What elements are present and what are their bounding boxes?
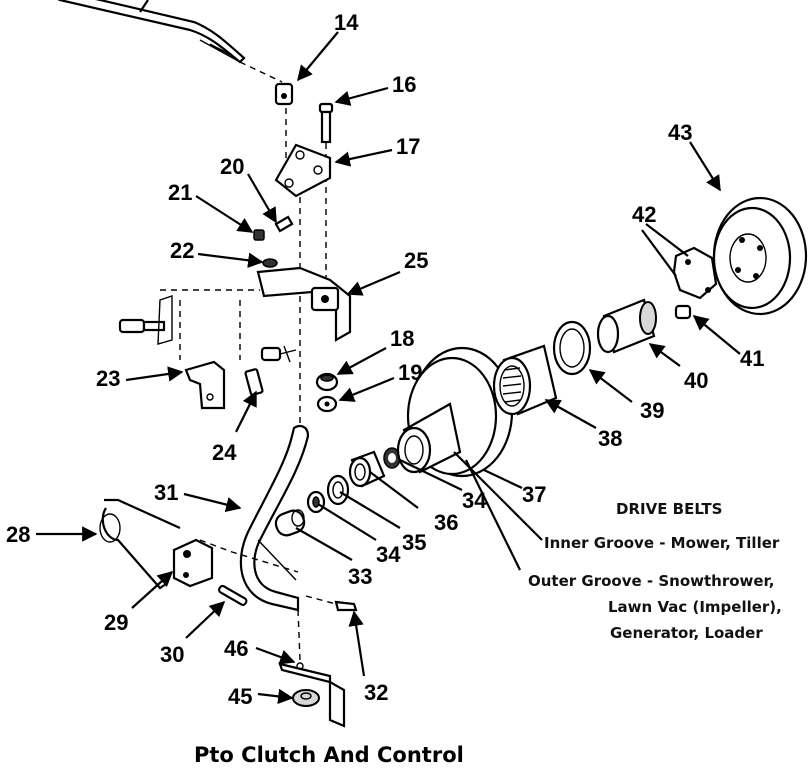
pulley-43 — [712, 196, 808, 316]
label-30: 30 — [160, 642, 184, 667]
bracket-17 — [274, 143, 332, 198]
label-41: 41 — [740, 346, 764, 371]
ring-35 — [326, 474, 350, 506]
spring-28 — [99, 498, 181, 590]
washer-45 — [292, 689, 320, 707]
label-18: 18 — [390, 326, 414, 351]
label-23: 23 — [96, 366, 120, 391]
bolt-16 — [318, 102, 334, 144]
bushing-33 — [274, 509, 306, 537]
pin-30 — [218, 584, 248, 606]
label-14: 14 — [334, 10, 359, 35]
washer-22 — [262, 258, 278, 268]
hub-plate-42 — [672, 246, 718, 300]
outer-groove-note-3: Generator, Loader — [610, 624, 763, 642]
bracket-23 — [160, 289, 260, 410]
figure-caption: Pto Clutch And Control — [194, 743, 464, 767]
label-22: 22 — [170, 238, 194, 263]
clip-32 — [305, 595, 358, 612]
pulley-37 — [396, 346, 514, 478]
lever-31 — [239, 425, 310, 612]
bolt-left — [118, 295, 173, 345]
washer-34-lower — [306, 490, 326, 514]
label-19: 19 — [398, 360, 422, 385]
label-32: 32 — [364, 680, 388, 705]
sleeve-40 — [596, 298, 657, 354]
block-29 — [172, 538, 214, 588]
outer-groove-note-2: Lawn Vac (Impeller), — [608, 598, 782, 616]
label-46: 46 — [224, 636, 248, 661]
label-34-lower: 34 — [376, 542, 401, 567]
control-rod — [58, 0, 283, 83]
label-39: 39 — [640, 398, 664, 423]
label-28: 28 — [6, 522, 30, 547]
nut-18 — [315, 372, 339, 392]
ring-39 — [552, 320, 592, 376]
bearing-38 — [492, 344, 558, 416]
bracket-25 — [256, 266, 352, 342]
label-17: 17 — [396, 134, 420, 159]
label-42: 42 — [632, 202, 656, 227]
drive-belts-heading: DRIVE BELTS — [616, 500, 722, 518]
bracket-46 — [278, 662, 346, 728]
label-25: 25 — [404, 248, 428, 273]
label-16: 16 — [392, 72, 416, 97]
pin-20 — [274, 215, 294, 233]
rod-end-14 — [274, 82, 294, 106]
part-labels: 14 16 17 20 21 22 25 18 19 23 24 31 28 2… — [6, 10, 764, 709]
label-21: 21 — [168, 180, 192, 205]
leader-lines — [36, 0, 741, 705]
inner-groove-note: Inner Groove - Mower, Tiller — [544, 534, 780, 552]
label-24: 24 — [212, 440, 237, 465]
label-20: 20 — [220, 154, 244, 179]
label-34-upper: 34 — [462, 488, 487, 513]
label-35: 35 — [402, 530, 426, 555]
label-45: 45 — [228, 684, 252, 709]
nut-19 — [316, 395, 338, 413]
bolt-24 — [244, 345, 297, 396]
label-37: 37 — [522, 482, 546, 507]
drive-belts-notes: DRIVE BELTS Inner Groove - Mower, Tiller… — [528, 500, 782, 642]
label-43: 43 — [668, 120, 692, 145]
bolt-41 — [674, 304, 692, 320]
label-36: 36 — [434, 510, 458, 535]
label-29: 29 — [104, 610, 128, 635]
label-31: 31 — [154, 480, 178, 505]
spacer-36 — [348, 450, 386, 488]
label-33: 33 — [348, 564, 372, 589]
label-38: 38 — [598, 426, 622, 451]
label-40: 40 — [684, 368, 708, 393]
nut-21 — [253, 229, 265, 241]
outer-groove-note-1: Outer Groove - Snowthrower, — [528, 572, 774, 590]
